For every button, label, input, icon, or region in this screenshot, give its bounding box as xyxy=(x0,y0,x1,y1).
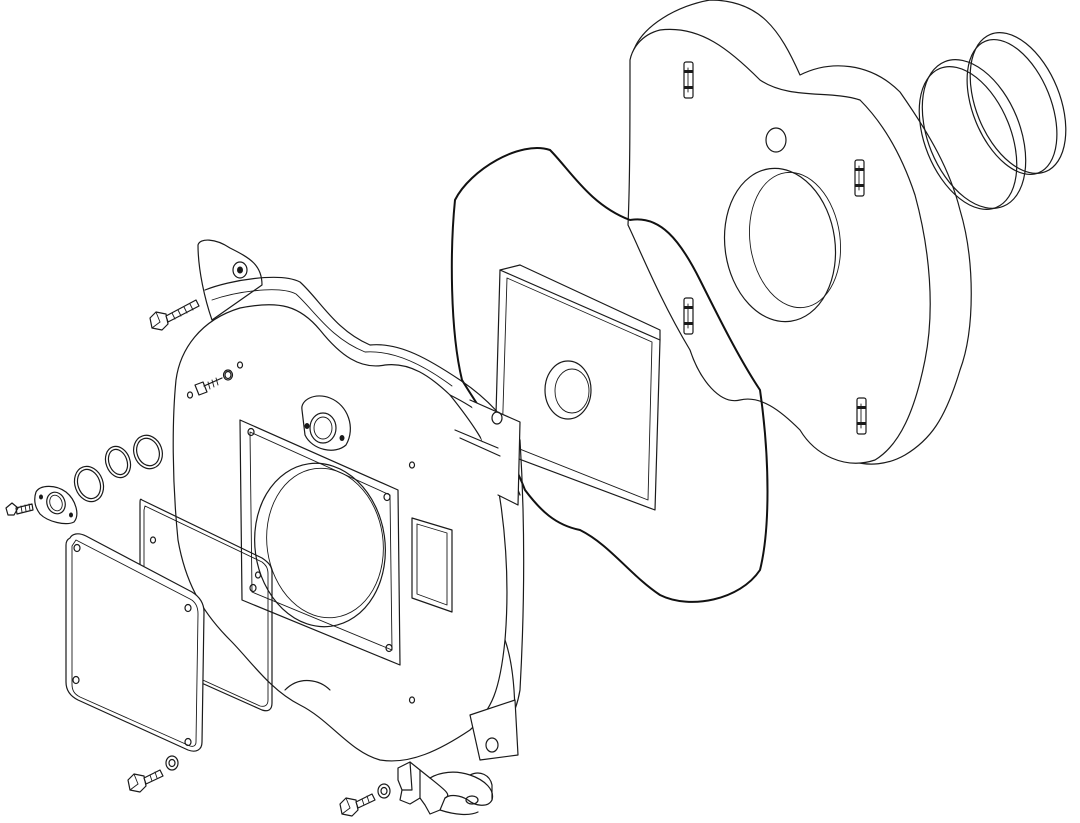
block-clip xyxy=(856,397,867,435)
insulation-gasket xyxy=(450,147,769,603)
block-clip xyxy=(683,61,694,99)
block-clip xyxy=(683,297,694,335)
insulation-block xyxy=(627,0,972,465)
hinge-bracket xyxy=(397,761,494,816)
hex-bolt xyxy=(127,769,164,793)
block-clip xyxy=(854,159,865,197)
housing-main-flange xyxy=(239,419,401,666)
square-spacer-plate xyxy=(494,264,661,511)
hex-bolt xyxy=(339,793,376,817)
sight-glass-holder xyxy=(34,485,78,525)
washer xyxy=(165,755,179,771)
self-tapping-screw xyxy=(194,369,234,396)
burner-housing xyxy=(172,239,525,762)
sight-glass-port xyxy=(301,395,351,451)
washer xyxy=(377,783,391,799)
inspection-cover xyxy=(65,533,205,752)
hex-bolt xyxy=(149,299,200,331)
housing-side-window xyxy=(411,517,453,613)
self-tapping-screw xyxy=(5,502,34,516)
outer-sealing-ring xyxy=(918,32,1067,210)
sight-glass-o-ring xyxy=(73,434,163,503)
